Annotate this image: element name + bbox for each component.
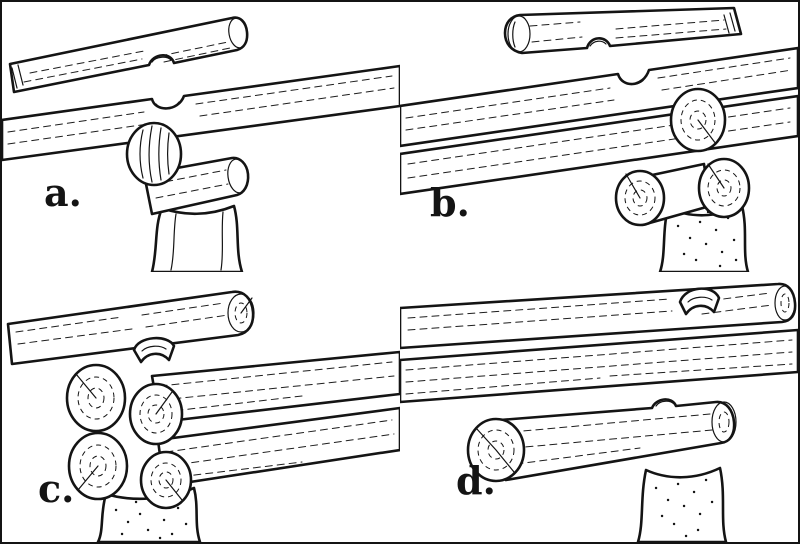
front-cross-log [498,398,737,482]
panel-b-drawing [400,6,798,272]
panel-a: a. [2,2,400,272]
stump [150,204,244,272]
panel-label-b: b. [430,180,470,225]
panel-c: c. [2,272,400,542]
floating-notched-log [503,6,743,55]
panel-label-d: d. [456,458,496,503]
panel-a-drawing [2,16,400,272]
cross-log-end-lower-left [614,169,666,227]
panel-d-drawing [400,282,798,542]
cross-log-end [125,121,183,187]
log-end-lower-left [67,431,129,501]
log-end-upper-left [65,363,127,433]
panel-b: b. [400,2,798,272]
panel-label-a: a. [44,170,82,215]
saddle-notch-piece [132,336,176,364]
panel-label-c: c. [38,466,75,511]
log-end-upper-right [128,382,184,446]
top-log [6,290,255,366]
stump [636,466,728,542]
floating-notched-log [8,16,249,94]
wall-log [2,64,400,162]
wall-log-body-lower [156,406,400,488]
front-log-end [466,417,526,483]
panel-c-drawing [6,290,400,542]
cross-log-end-lower-right [697,157,751,219]
wall-log-body-upper [150,350,400,424]
cross-log-end-upper [669,87,727,153]
second-log [400,328,798,404]
saddle-notch-piece [678,287,721,316]
log-end-lower-right [139,450,193,510]
panel-d: d. [400,272,798,542]
wall-log-upper [400,46,798,148]
